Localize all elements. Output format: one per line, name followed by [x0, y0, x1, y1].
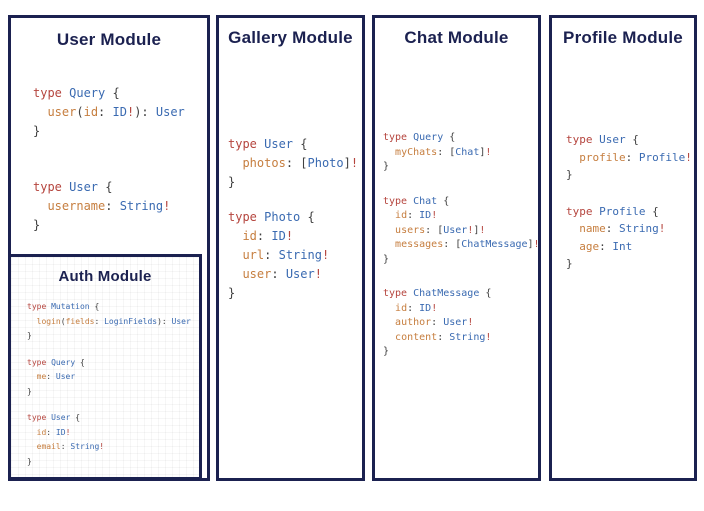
code-line: type Query { [27, 357, 85, 367]
code-line: users: [User!]! [395, 224, 486, 236]
code-line: } [566, 257, 573, 270]
gallery-module-card: Gallery Module type User { photos: [Phot… [216, 15, 365, 481]
code-line: type User { [27, 413, 81, 422]
code-line: user: User! [242, 267, 322, 281]
profile-type-definition: type Profile { name: String! age: Int} [566, 203, 692, 273]
chat-type-definition: type ChatMessage { id: ID! author: User!… [383, 287, 540, 360]
code-line: } [383, 253, 390, 265]
chat-module-title: Chat Module [404, 28, 509, 47]
code-line: user(id: ID!): User [47, 105, 185, 119]
code-line: myChats: [Chat]! [395, 146, 492, 158]
code-line: type Query { [383, 132, 456, 143]
auth-type-definition: type Query { me: User} [27, 356, 191, 400]
code-line: type User { [228, 137, 308, 151]
code-line: type Chat { [383, 195, 450, 207]
code-line: me: User [36, 372, 76, 381]
code-line: } [383, 346, 390, 357]
code-line: } [566, 168, 573, 181]
code-line: author: User! [395, 317, 474, 328]
code-line: type Mutation { [27, 302, 100, 311]
chat-module-code: type Query { myChats: [Chat]!}type Chat … [383, 131, 540, 380]
code-line: } [27, 331, 32, 340]
auth-module-card: Auth Module type Mutation { login(fields… [8, 254, 202, 480]
code-line: } [383, 161, 390, 172]
profile-module-title: Profile Module [563, 28, 683, 47]
gallery-module-title: Gallery Module [228, 28, 353, 47]
code-line: id: ID! [36, 427, 71, 437]
code-line: type Query { [33, 86, 120, 100]
user-module-code: type Query { user(id: ID!): User}type Us… [33, 84, 185, 272]
code-line: id: ID! [395, 210, 438, 221]
gallery-type-definition: type User { photos: [Photo]!} [228, 135, 358, 192]
chat-module-card: Chat Module type Query { myChats: [Chat]… [372, 15, 541, 481]
code-line: } [27, 386, 32, 396]
auth-module-title: Auth Module [58, 268, 152, 285]
code-line: messages: [ChatMessage]! [395, 239, 540, 250]
code-line: age: Int [579, 239, 633, 253]
code-line: id: ID! [242, 229, 294, 243]
code-line: content: String! [395, 331, 492, 343]
code-line: photos: [Photo]! [242, 156, 359, 170]
gallery-type-definition: type Photo { id: ID! url: String! user: … [228, 208, 358, 303]
code-line: } [228, 175, 236, 189]
auth-type-definition: type User { id: ID! email: String!} [27, 411, 191, 469]
code-line: type Profile { [566, 204, 659, 218]
code-line: profile: Profile! [579, 150, 692, 164]
code-line: email: String! [36, 442, 105, 451]
code-line: name: String! [579, 222, 666, 235]
auth-module-code: type Mutation { login(fields: LoginField… [27, 300, 191, 481]
profile-type-definition: type User { profile: Profile!} [566, 131, 692, 184]
chat-type-definition: type Chat { id: ID! users: [User!]! mess… [383, 195, 540, 268]
auth-type-definition: type Mutation { login(fields: LoginField… [27, 300, 191, 344]
code-line: type Photo { [228, 210, 315, 224]
code-line: } [228, 286, 236, 300]
code-line: } [33, 218, 41, 232]
user-module-title: User Module [56, 30, 162, 49]
user-type-definition: type Query { user(id: ID!): User} [33, 84, 185, 141]
user-type-definition: type User { username: String!} [33, 178, 185, 235]
gallery-module-code: type User { photos: [Photo]!}type Photo … [228, 135, 358, 319]
code-line: type User { [566, 133, 639, 146]
profile-module-card: Profile Module type User { profile: Prof… [549, 15, 697, 481]
code-line: type ChatMessage { [383, 288, 492, 299]
chat-type-definition: type Query { myChats: [Chat]!} [383, 131, 540, 175]
code-line: url: String! [242, 248, 330, 262]
code-line: login(fields: LoginFields): User [36, 316, 191, 326]
code-line: username: String! [47, 199, 171, 213]
code-line: type User { [33, 180, 113, 194]
code-line: } [27, 456, 32, 466]
profile-module-code: type User { profile: Profile!}type Profi… [566, 131, 692, 292]
code-line: } [33, 124, 41, 138]
code-line: id: ID! [395, 302, 438, 314]
